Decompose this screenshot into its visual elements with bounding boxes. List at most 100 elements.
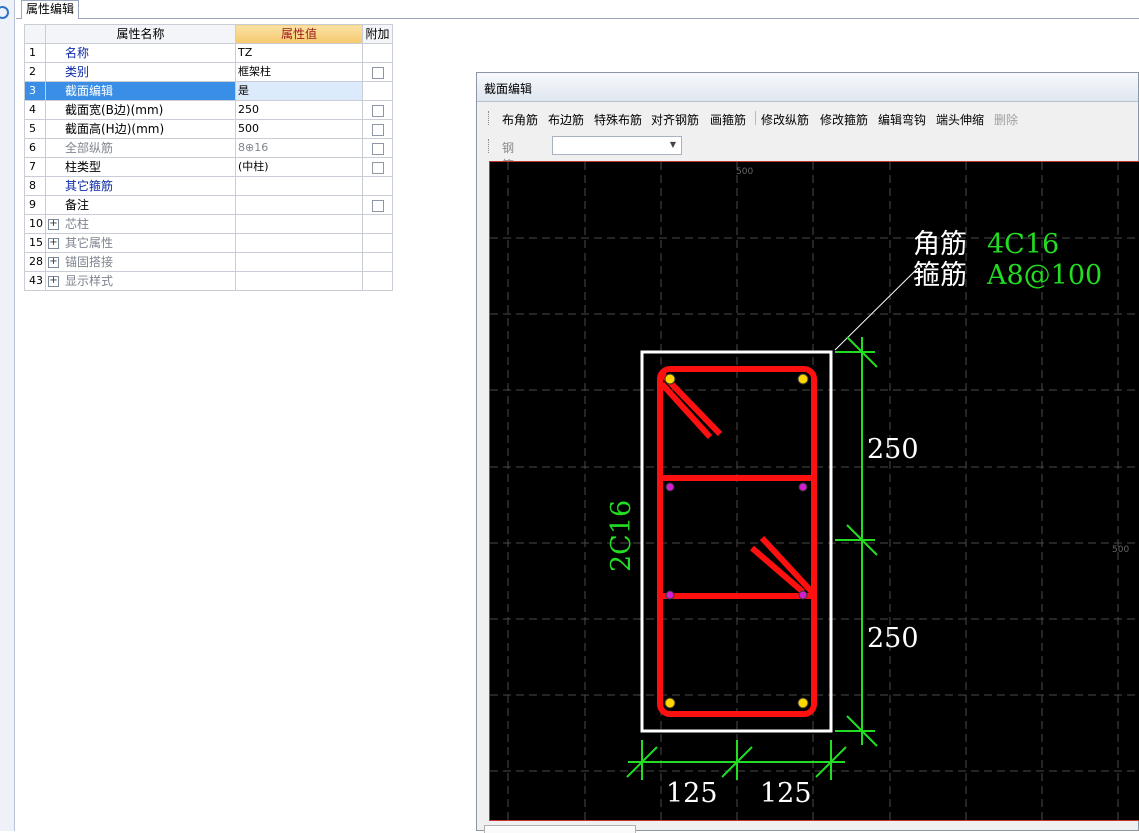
property-value[interactable]: TZ — [235, 43, 363, 63]
toolbar-button[interactable]: 修改箍筋 — [820, 113, 869, 127]
toolbar-button[interactable]: 修改纵筋 — [761, 113, 810, 127]
extra-checkbox[interactable] — [372, 123, 384, 136]
toolbar-button[interactable]: 编辑弯钩 — [878, 113, 927, 127]
property-name-text: 备注 — [65, 198, 90, 212]
dim-right-top[interactable]: 250 — [867, 434, 919, 465]
section-drawing-canvas[interactable]: 500 500 角筋 4C16 箍筋 A8@100 — [489, 161, 1139, 822]
property-name[interactable]: 全部纵筋 — [45, 138, 236, 158]
corner-bar-spec[interactable]: 4C16 — [987, 229, 1059, 260]
property-name[interactable]: + 显示样式 — [45, 271, 236, 291]
property-name[interactable]: +锚固搭接 — [45, 252, 236, 272]
table-row[interactable]: 28+锚固搭接 — [24, 252, 393, 272]
extra-cell — [362, 157, 393, 177]
toolbar-button[interactable]: 端头伸缩 — [936, 113, 985, 127]
side-bar-left-upper[interactable] — [665, 482, 675, 492]
toolbar-button[interactable]: 布角筋 — [502, 113, 539, 127]
property-value[interactable] — [235, 176, 363, 196]
toolbar-grip[interactable] — [488, 139, 491, 153]
row-number: 7 — [24, 157, 46, 177]
extra-cell — [362, 233, 393, 253]
bottom-tab[interactable] — [484, 825, 636, 833]
property-value[interactable]: 500 — [235, 119, 363, 139]
property-name[interactable]: +芯柱 — [45, 214, 236, 234]
expand-plus-icon[interactable]: + — [48, 256, 59, 268]
window-titlebar[interactable]: 截面编辑 — [477, 73, 1138, 102]
table-row[interactable]: 10+芯柱 — [24, 214, 393, 234]
property-name[interactable]: 截面高(H边)(mm) — [45, 119, 236, 139]
tab-property-edit[interactable]: 属性编辑 — [21, 0, 80, 19]
rebar-info-select[interactable]: ▼ — [552, 136, 682, 155]
property-value[interactable] — [235, 252, 363, 272]
property-name[interactable]: 类别 — [45, 62, 236, 82]
row-number: 3 — [24, 81, 46, 101]
property-value[interactable] — [235, 195, 363, 215]
expand-plus-icon[interactable]: + — [48, 275, 59, 287]
side-bar-left-lower[interactable] — [665, 590, 675, 600]
property-name[interactable]: 其它箍筋 — [45, 176, 236, 196]
property-name[interactable]: 截面编辑 — [45, 81, 236, 101]
dim-bottom-right[interactable]: 125 — [760, 778, 812, 809]
extra-cell — [362, 252, 393, 272]
property-value[interactable]: 是 — [235, 81, 363, 101]
corner-bar-bottom-right[interactable] — [797, 697, 809, 709]
property-name[interactable]: +其它属性 — [45, 233, 236, 253]
toolbar-button[interactable]: 画箍筋 — [710, 113, 747, 127]
corner-bar-top-right[interactable] — [797, 373, 809, 385]
outer-stirrup[interactable] — [657, 366, 817, 717]
dimension-right — [835, 336, 878, 747]
toolbar-button[interactable]: 布边筋 — [548, 113, 585, 127]
dim-bottom-left[interactable]: 125 — [666, 778, 718, 809]
property-value[interactable] — [235, 233, 363, 253]
hook-mid-right-2 — [750, 545, 805, 595]
chevron-down-icon[interactable]: ▼ — [669, 140, 676, 149]
property-value[interactable] — [235, 271, 363, 291]
expand-plus-icon[interactable]: + — [48, 237, 59, 249]
property-name[interactable]: 备注 — [45, 195, 236, 215]
header-property-value[interactable]: 属性值 — [235, 24, 363, 44]
corner-bar-bottom-left[interactable] — [664, 697, 676, 709]
toolbar-button[interactable]: 删除 — [994, 113, 1019, 127]
stirrup-label: 箍筋 — [913, 260, 967, 291]
extra-checkbox[interactable] — [372, 161, 384, 174]
property-name[interactable]: 名称 — [45, 43, 236, 63]
table-row[interactable]: 15+其它属性 — [24, 233, 393, 253]
header-extra[interactable]: 附加 — [362, 24, 393, 44]
property-value[interactable]: 框架柱 — [235, 62, 363, 82]
property-name[interactable]: 截面宽(B边)(mm) — [45, 100, 236, 120]
side-bar-spec[interactable]: 2C16 — [606, 500, 637, 572]
side-bar-right-upper[interactable] — [798, 482, 808, 492]
dim-right-bottom[interactable]: 250 — [867, 623, 919, 654]
extra-checkbox[interactable] — [372, 66, 384, 79]
corner-bar-top-left[interactable] — [664, 373, 676, 385]
row-number: 2 — [24, 62, 46, 82]
header-property-name[interactable]: 属性名称 — [45, 24, 236, 44]
extra-cell — [362, 119, 393, 139]
expand-plus-icon[interactable]: + — [48, 218, 59, 230]
property-name-text: 显示样式 — [65, 274, 114, 288]
property-value[interactable]: (中柱) — [235, 157, 363, 177]
table-row[interactable]: 43+显示样式 — [24, 271, 393, 291]
toolbar-button[interactable]: 对齐钢筋 — [651, 113, 700, 127]
property-value[interactable]: 8⊕16 — [235, 138, 363, 158]
property-value[interactable]: 250 — [235, 100, 363, 120]
hook-mid-right-1 — [759, 535, 815, 595]
property-value[interactable] — [235, 214, 363, 234]
extra-checkbox[interactable] — [372, 104, 384, 117]
side-bar-right-lower[interactable] — [798, 590, 808, 600]
toolbar-grip[interactable] — [488, 111, 491, 125]
extra-checkbox[interactable] — [372, 142, 384, 155]
extra-checkbox[interactable] — [372, 199, 384, 212]
stirrup-spec[interactable]: A8@100 — [986, 260, 1102, 291]
search-icon[interactable] — [0, 6, 9, 19]
toolbar-button[interactable]: 特殊布筋 — [594, 113, 643, 127]
property-name[interactable]: 柱类型 — [45, 157, 236, 177]
